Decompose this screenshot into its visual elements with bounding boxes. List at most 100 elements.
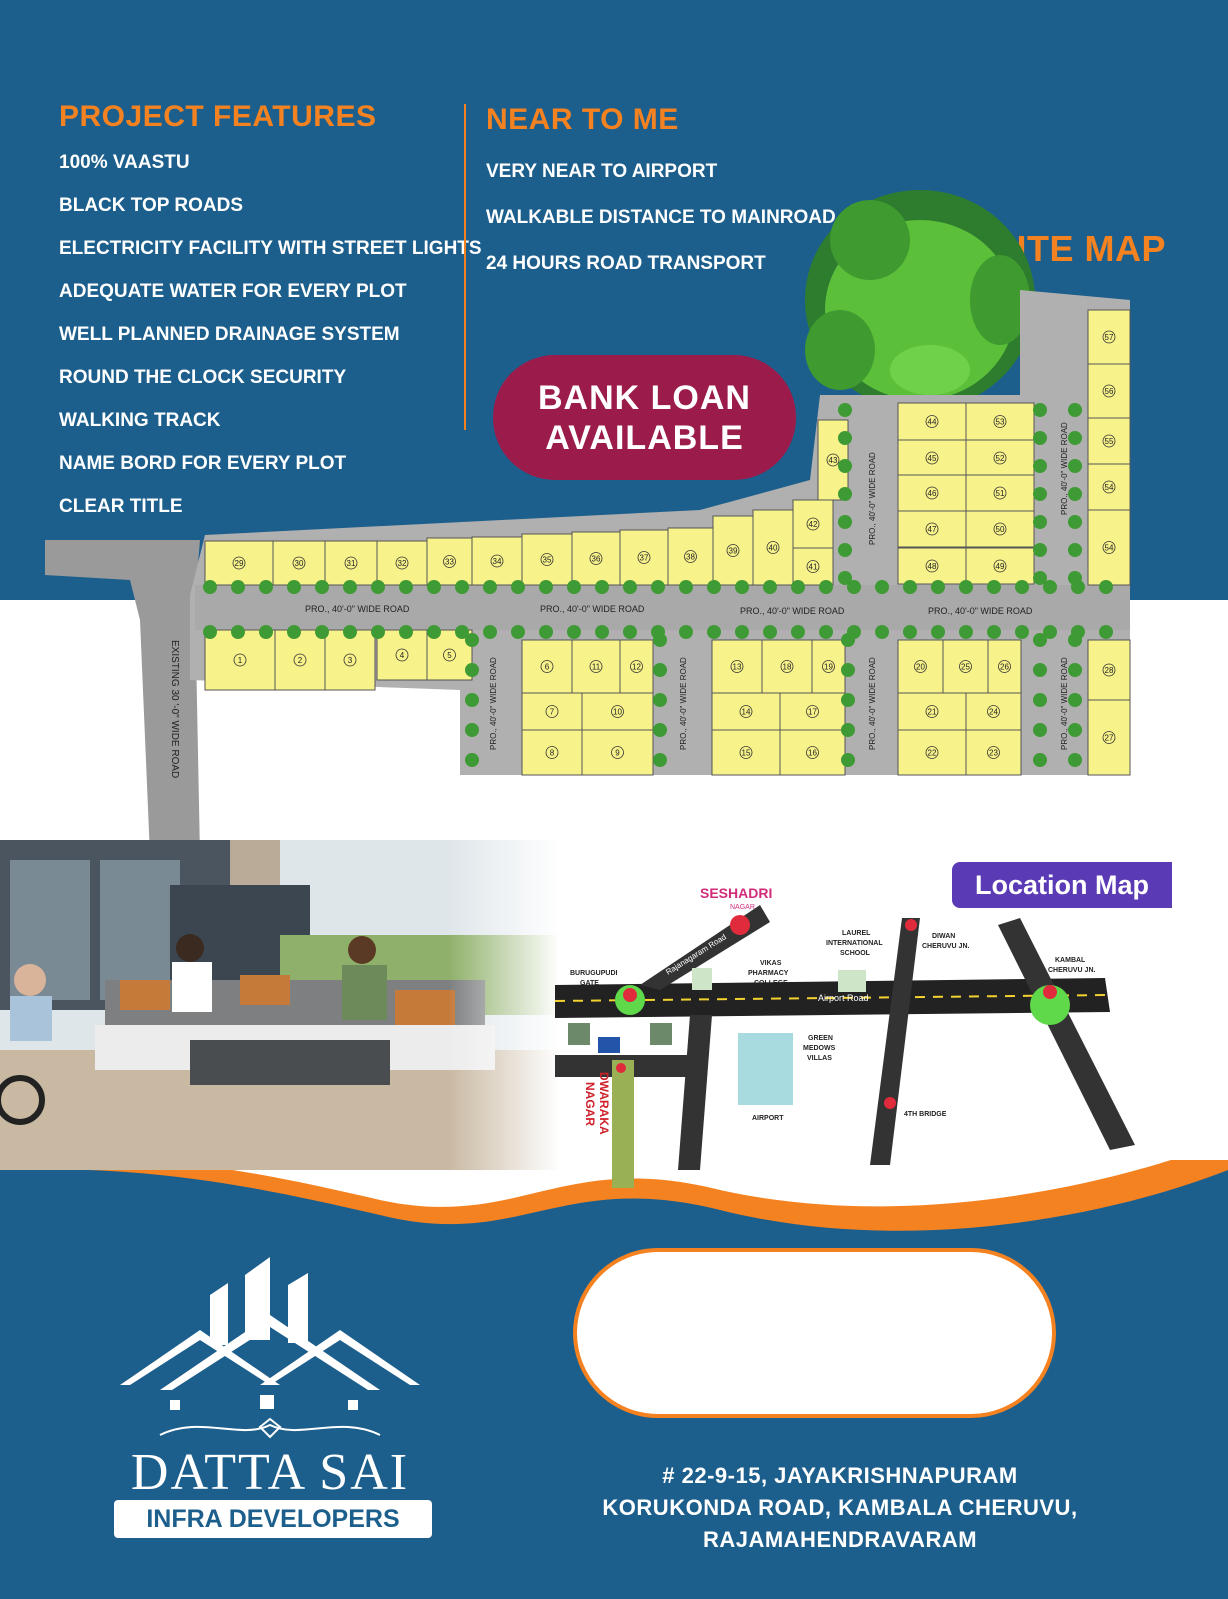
tree-icon [653,633,667,647]
green-label-1: GREEN [808,1035,833,1042]
seshadri-nagar-label: NAGAR [730,904,755,911]
plot [571,531,621,586]
plot-number-circle [1102,480,1116,494]
plot-number: 1 [238,656,243,665]
plot [521,533,573,586]
features-heading: PROJECT FEATURES [59,100,377,133]
plot [521,729,583,776]
plot-number: 11 [592,663,601,672]
dwaraka-road [612,1060,634,1188]
plot-number-circle [1102,541,1116,554]
tree-icon [595,580,609,594]
tree-icon [841,693,855,707]
near-item: 24 HOURS ROAD TRANSPORT [486,253,766,274]
kambal-label-2: CHERUVU JN. [1048,967,1096,974]
plot-number-circle [925,486,939,500]
plot [581,729,654,776]
plot-number-circle [1102,330,1116,344]
plot-number: 35 [543,556,552,565]
tree-icon [653,693,667,707]
tree-icon [679,625,693,639]
tree-icon [231,625,245,639]
tree-icon [1015,625,1029,639]
plot-number-circle [1102,731,1116,744]
plot-number-circle [806,705,819,718]
feature-item: 100% VAASTU [59,152,190,173]
tree-icon [1033,693,1047,707]
plot-number: 34 [493,557,502,566]
plot-number: 18 [783,663,792,672]
plot-number: 43 [829,456,838,465]
plot-number-circle [987,705,1000,718]
pin-icon [884,1097,896,1109]
tree-icon [1068,633,1082,647]
plot-number: 26 [1000,663,1009,672]
plot-number: 57 [1105,333,1114,342]
plot-number-circle [806,746,819,759]
plot [779,729,846,776]
tree-icon [838,571,852,585]
plot [965,692,1022,731]
laurel-label-2: INTERNATIONAL [826,940,883,947]
plot-number: 49 [996,562,1005,571]
tree-icon [903,580,917,594]
tree-icon [371,580,385,594]
seshadri-label: SESHADRI [700,885,772,901]
tree-icon [567,580,581,594]
plot-number-circle [630,660,643,673]
plot-number-circle [443,648,456,662]
vertical-road-label: PRO., 40'-0" WIDE ROAD [1060,422,1069,515]
tree-icon [838,459,852,473]
plot-number-circle [993,486,1007,500]
feature-item: ROUND THE CLOCK SECURITY [59,367,347,388]
tree-icon [841,633,855,647]
tree-icon [791,580,805,594]
vertical-road-label: PRO., 40'-0" WIDE ROAD [1060,657,1069,750]
plot-number-circle [925,559,939,573]
tree-icon [539,580,553,594]
plot-number-circle [993,522,1007,536]
seshadri-pin-icon [730,915,750,935]
plot [792,499,834,549]
plot-number: 21 [928,708,937,717]
plot-number: 28 [1105,666,1114,675]
plot [1087,639,1131,701]
tree-icon [1068,487,1082,501]
plot-number: 55 [1105,437,1114,446]
plot-number-circle [925,746,939,759]
tree-icon [1068,403,1082,417]
plot-number-circle [232,556,246,570]
plot-number-circle [806,560,820,573]
plot-number-circle [806,517,820,531]
plot-number-circle [540,660,554,673]
tree-icon [1068,663,1082,677]
tree-icon [838,403,852,417]
tree-icon [465,753,479,767]
divider [464,104,466,430]
blank-pill [573,1248,1056,1418]
plot [581,692,654,731]
vertical-road-label: PRO., 40'-0" WIDE ROAD [868,452,877,545]
tree-icon [651,580,665,594]
green-label-2: MEDOWS [803,1045,836,1052]
family-photo [0,840,560,1170]
vertical-road-label: PRO., 40'-0" WIDE ROAD [679,657,688,750]
laurel-label-3: SCHOOL [840,950,871,957]
plot-number-circle [987,746,1000,759]
plot-number: 2 [298,656,303,665]
address: # 22-9-15, JAYAKRISHNAPURAM KORUKONDA RO… [560,1460,1120,1556]
feature-item: CLEAR TITLE [59,496,183,517]
plot-number: 3 [348,656,353,665]
tree-icon [455,580,469,594]
tree-icon [203,625,217,639]
plot-number: 47 [928,525,937,534]
plot [965,474,1035,512]
plot-number: 17 [808,708,817,717]
plot-number: 44 [928,418,937,427]
tree-icon [1033,515,1047,529]
plot-number-circle [589,552,603,565]
tree-icon [838,431,852,445]
plot-number: 19 [824,663,833,672]
tree-icon [483,625,497,639]
main-road-label: PRO., 40'-0" WIDE ROAD [305,604,410,614]
